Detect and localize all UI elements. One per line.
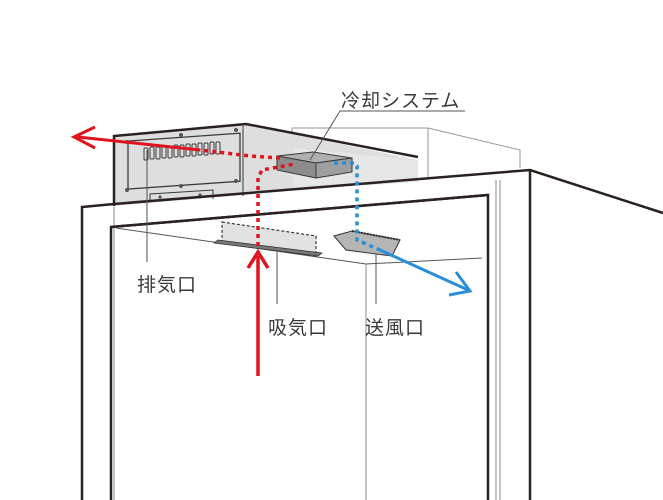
intake-port-label: 吸気口	[268, 317, 329, 339]
cooling-unit-housing	[112, 122, 419, 206]
cabinet-body	[80, 168, 663, 500]
intake-vent	[212, 221, 324, 257]
supply-port-label: 送風口	[365, 317, 426, 339]
exhaust-port-label: 排気口	[137, 274, 198, 296]
leader-lines	[146, 110, 465, 304]
supply-vent	[333, 230, 401, 257]
cooling-system-label: 冷却システム	[341, 90, 461, 112]
cool-air-flow	[334, 161, 473, 297]
hot-air-flow	[70, 125, 296, 376]
